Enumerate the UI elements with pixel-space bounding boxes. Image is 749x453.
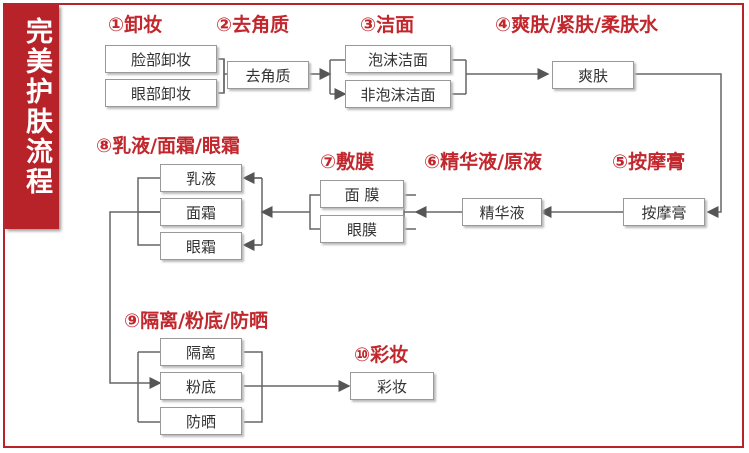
box-eye-mask: 眼膜 — [320, 215, 404, 243]
title-banner: 完美护肤流程 — [5, 5, 59, 229]
connector-8-9 — [109, 211, 162, 389]
step-3-label: ③洁面 — [360, 14, 415, 36]
diagram-title: 完美护肤流程 — [21, 17, 52, 197]
box-face-makeup-removal: 脸部卸妆 — [105, 45, 217, 73]
box-foam-cleanser: 泡沫洁面 — [345, 45, 451, 73]
box-eye-cream: 眼霜 — [160, 232, 242, 260]
step-9-label: ⑨隔离/粉底/防晒 — [124, 310, 268, 332]
box-sunscreen: 防晒 — [160, 407, 242, 435]
step-6-label: ⑥精华液/原液 — [424, 151, 543, 173]
connector-4-5 — [634, 73, 722, 218]
box-lotion: 乳液 — [160, 164, 242, 192]
box-face-cream: 面霜 — [160, 198, 242, 226]
box-eye-makeup-removal: 眼部卸妆 — [105, 79, 217, 107]
box-face-mask: 面 膜 — [320, 180, 404, 208]
diagram-frame — [3, 3, 744, 448]
box-non-foam-cleanser: 非泡沫洁面 — [345, 80, 451, 108]
step-4-label: ④爽肤/紧肤/柔肤水 — [495, 14, 658, 36]
box-exfoliate: 去角质 — [227, 61, 309, 89]
box-toner: 爽肤 — [552, 61, 634, 89]
box-serum: 精华液 — [462, 198, 542, 226]
box-massage-cream: 按摩膏 — [623, 198, 705, 226]
step-1-label: ①卸妆 — [108, 14, 163, 36]
step-7-label: ⑦敷膜 — [320, 151, 375, 173]
step-2-label: ②去角质 — [216, 14, 290, 36]
step-10-label: ⑩彩妆 — [354, 344, 409, 366]
step-5-label: ⑤按摩膏 — [612, 151, 686, 173]
connector-3-4 — [452, 59, 548, 95]
connector-7-8 — [246, 177, 263, 246]
box-makeup: 彩妆 — [350, 372, 434, 400]
box-foundation: 粉底 — [160, 372, 242, 400]
connector-9-10 — [244, 351, 349, 423]
step-8-label: ⑧乳液/面霜/眼霜 — [96, 135, 240, 157]
box-primer: 隔离 — [160, 338, 242, 366]
